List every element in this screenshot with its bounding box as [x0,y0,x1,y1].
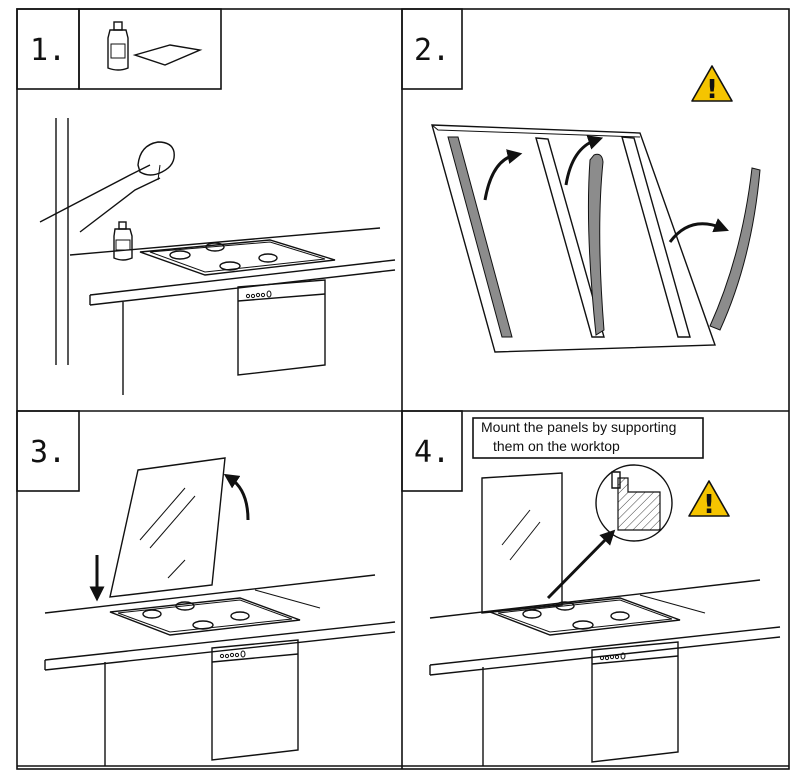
cleaner-bottle-icon [107,21,129,71]
worktop-3 [44,574,396,671]
peeled-strip-right [709,167,761,331]
dishwasher-3 [211,639,299,761]
warning-icon: ! [691,65,733,105]
peel-arrow-1 [483,149,523,201]
svg-text:!: ! [703,490,715,520]
step-3-number-box [16,410,80,492]
gas-hob-4 [489,597,681,636]
note-line-2: them on the worktop [493,438,620,454]
peeled-strip-middle [587,153,605,336]
detail-magnifier [595,464,673,542]
warning-icon: ! [688,480,730,520]
arm-wiping [39,141,175,233]
step-3-number: 3. [30,435,66,470]
instruction-note: Mount the panels by supporting them on t… [472,417,704,459]
tape-strip-left [447,136,513,338]
gas-hob-3 [109,597,301,636]
glass-panel-2 [431,124,716,353]
step-4-number-box [401,410,463,492]
step-2-panel: 2. ! [401,8,761,353]
peel-arrow-2 [564,135,604,186]
step-2-number: 2. [414,33,450,68]
step-1-number: 1. [30,33,66,68]
dishwasher-1 [237,279,326,376]
outer-frame [16,8,790,770]
worktop-4 [429,579,781,676]
tape-slot-right [621,136,691,338]
worktop-1 [69,227,396,306]
tape-slot-middle [535,137,605,338]
tilt-arrow [223,473,250,521]
glass-panel-3 [109,457,226,598]
svg-text:!: ! [706,75,718,105]
step-2-number-box [401,8,463,90]
peel-arrow-3 [668,218,729,243]
bottle-on-worktop-icon [113,221,133,261]
gas-hob-1 [139,239,336,276]
step-3-panel: 3. [16,410,396,766]
dishwasher-4 [591,641,679,763]
note-line-1: Mount the panels by supporting [481,419,676,435]
cloth-icon [132,44,203,66]
step-1-panel: 1. [16,8,396,395]
detail-arrow [546,529,616,600]
glass-panel-4 [481,472,563,614]
step-4-number: 4. [414,435,450,470]
step-4-panel: 4. Mount the panels by supporting them o… [401,410,781,766]
supplies-box [78,8,222,90]
